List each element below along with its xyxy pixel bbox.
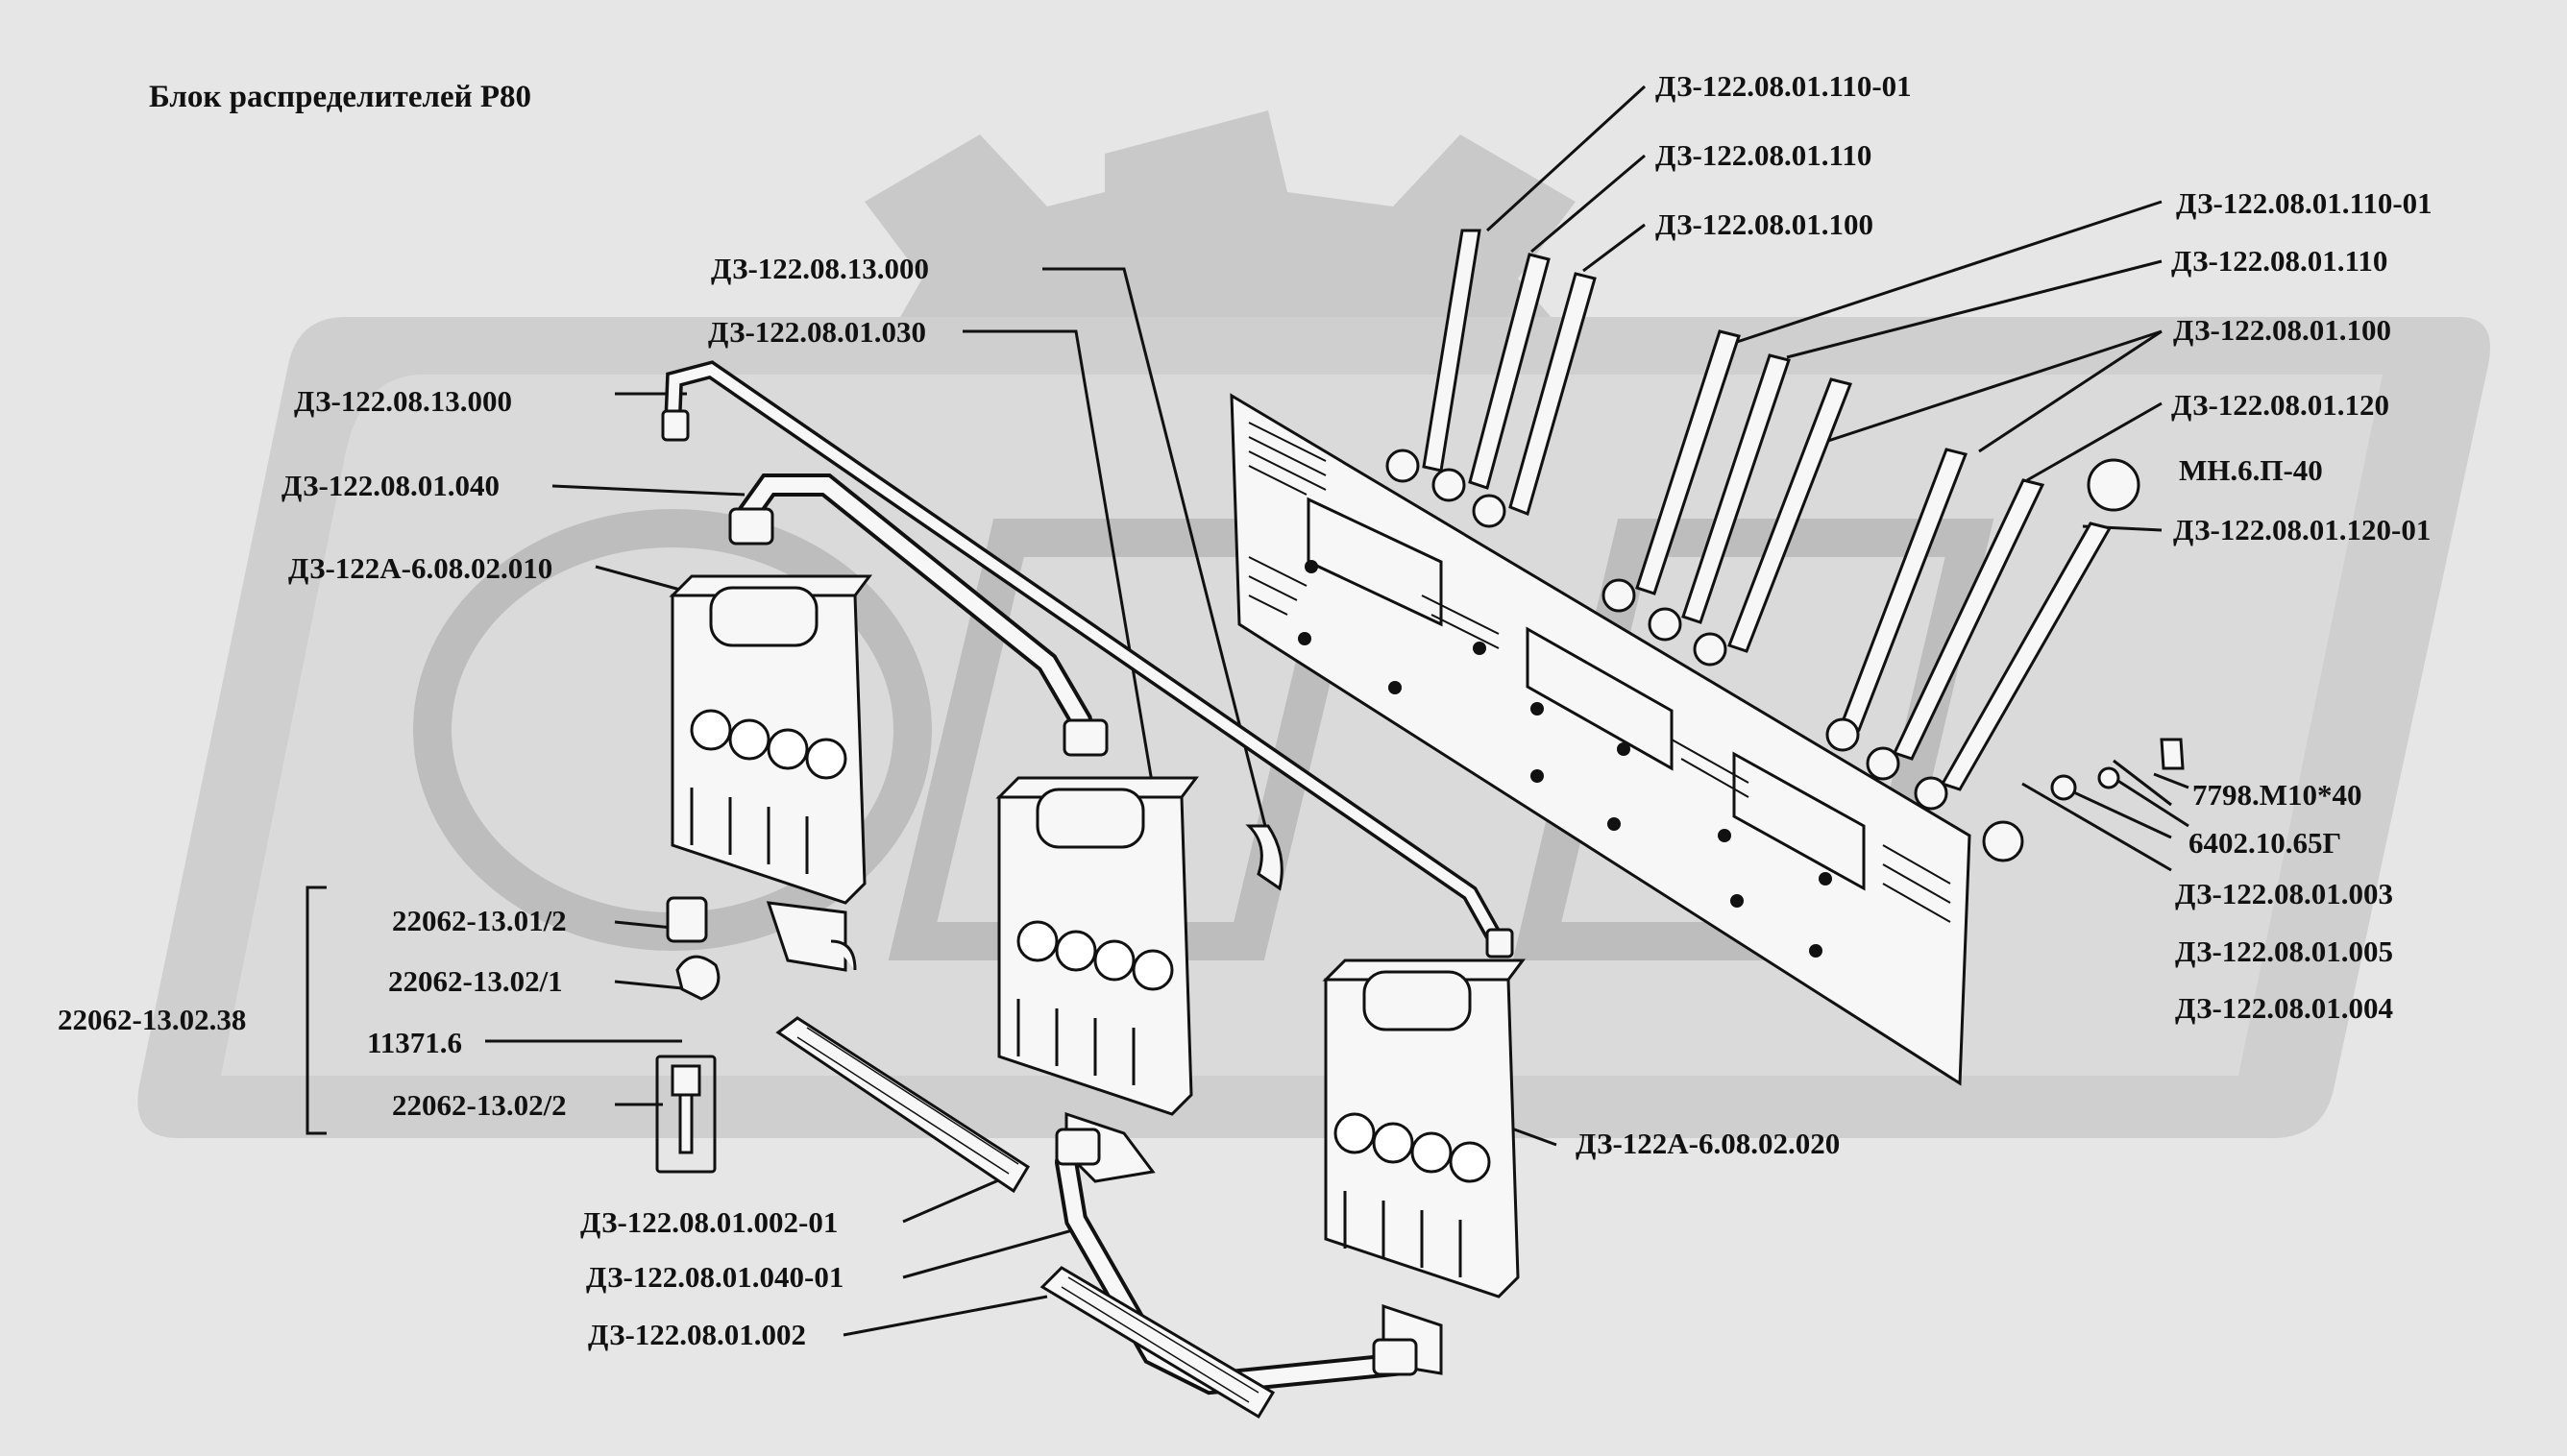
leader-lines	[306, 85, 2189, 1337]
label-24: 22062-13.02/2	[392, 1088, 567, 1122]
label-11: ДЗ-122.08.01.030	[708, 315, 927, 349]
diagram-title: Блок распределителей Р80	[149, 80, 532, 114]
label-25: ДЗ-122А-6.08.02.020	[1576, 1127, 1841, 1160]
label-23: 11371.6	[367, 1026, 463, 1059]
label-12: ДЗ-122.08.13.000	[294, 384, 513, 418]
label-28: ДЗ-122.08.01.002	[588, 1318, 807, 1351]
label-20: 22062-13.01/2	[392, 904, 567, 937]
label-18: ДЗ-122.08.01.005	[2175, 934, 2394, 968]
fasteners	[655, 738, 2185, 1174]
label-2: ДЗ-122.08.01.110	[1655, 138, 1872, 172]
label-22: 22062-13.02.38	[58, 1003, 247, 1036]
label-15: 7798.М10*40	[2192, 778, 2362, 812]
label-5: ДЗ-122.08.01.110	[2171, 244, 2388, 278]
label-21: 22062-13.02/1	[388, 964, 563, 998]
label-9: ДЗ-122.08.01.120-01	[2173, 513, 2432, 546]
studs	[1385, 229, 2140, 811]
label-13: ДЗ-122.08.01.040	[281, 469, 501, 502]
label-7: ДЗ-122.08.01.120	[2171, 388, 2390, 422]
fittings	[661, 409, 1514, 1376]
label-17: ДЗ-122.08.01.003	[2175, 877, 2394, 910]
label-4: ДЗ-122.08.01.110-01	[2176, 186, 2433, 220]
label-14: ДЗ-122А-6.08.02.010	[288, 551, 553, 585]
valve-block-2	[995, 776, 1199, 1183]
label-10: ДЗ-122.08.13.000	[711, 252, 930, 285]
label-8: МН.6.П-40	[2179, 453, 2323, 487]
label-19: ДЗ-122.08.01.004	[2175, 991, 2394, 1025]
label-26: ДЗ-122.08.01.002-01	[580, 1205, 839, 1239]
valve-block-1	[669, 574, 872, 972]
label-27: ДЗ-122.08.01.040-01	[586, 1260, 844, 1294]
label-1: ДЗ-122.08.01.110-01	[1655, 69, 1912, 103]
hoses	[775, 1016, 1276, 1420]
mounting-plate	[1230, 393, 1971, 1086]
label-3: ДЗ-122.08.01.100	[1655, 207, 1874, 241]
label-6: ДЗ-122.08.01.100	[2173, 313, 2392, 347]
valve-block-3	[1322, 959, 1526, 1375]
label-16: 6402.10.65Г	[2188, 826, 2342, 860]
